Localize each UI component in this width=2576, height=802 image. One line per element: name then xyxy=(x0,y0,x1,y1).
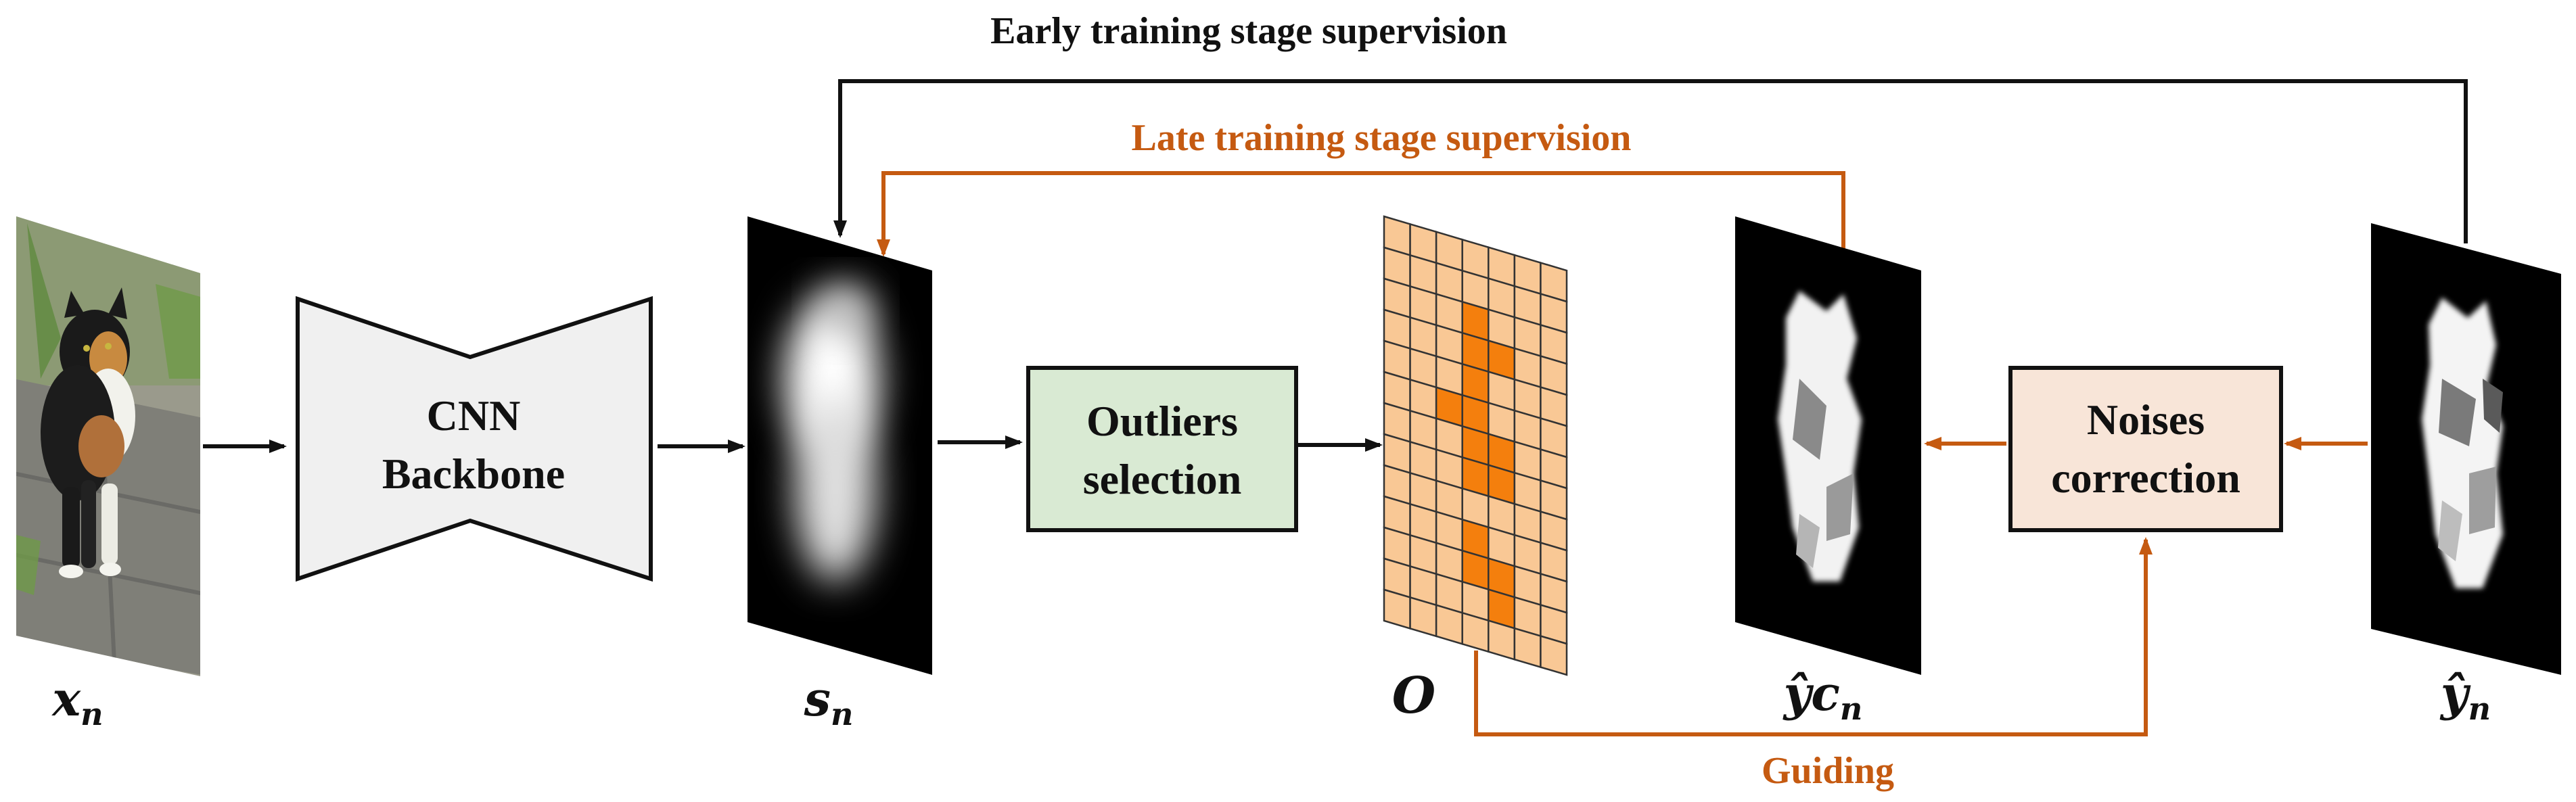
outliers-selection-block xyxy=(1026,366,1298,532)
saliency-var-label: sn xyxy=(804,671,854,732)
corrected-var-label: ŷcn xyxy=(1782,665,1863,727)
guiding-arrow xyxy=(1474,537,2153,736)
outlier-cell xyxy=(1435,604,1463,645)
outlier-cell xyxy=(1488,619,1516,661)
noisy-label-image xyxy=(2371,223,2561,675)
outliers-label-line1: Outliers xyxy=(1086,397,1238,445)
outlier-cell xyxy=(1383,588,1411,630)
outlier-cell xyxy=(1409,596,1438,638)
saliency-map-image xyxy=(748,216,932,675)
outlier-var-label: O xyxy=(1392,667,1435,725)
input-var-label: xn xyxy=(51,671,103,732)
input-image xyxy=(16,216,200,676)
noises-label-line2: correction xyxy=(2051,454,2240,502)
outlier-cell xyxy=(1461,611,1490,653)
early-supervision-label: Early training stage supervision xyxy=(990,10,1507,52)
noises-label-line1: Noises xyxy=(2087,396,2205,444)
outlier-cell xyxy=(1540,634,1568,676)
backbone-label-line1: CNN xyxy=(427,392,521,440)
late-supervision-label: Late training stage supervision xyxy=(1132,117,1632,159)
outlier-cell xyxy=(1513,627,1542,669)
backbone-label-line2: Backbone xyxy=(382,450,565,498)
noises-correction-block xyxy=(2008,366,2283,532)
outlier-grid xyxy=(1383,215,1568,676)
early-supervision-arrow xyxy=(833,79,2468,243)
corrected-label-image xyxy=(1735,216,1921,675)
guiding-label: Guiding xyxy=(1762,750,1894,792)
cnn-backbone-block xyxy=(296,296,653,582)
noisy-var-label: ŷn xyxy=(2439,665,2491,727)
outliers-label-line2: selection xyxy=(1083,455,1242,503)
late-supervision-arrow xyxy=(877,171,1845,257)
